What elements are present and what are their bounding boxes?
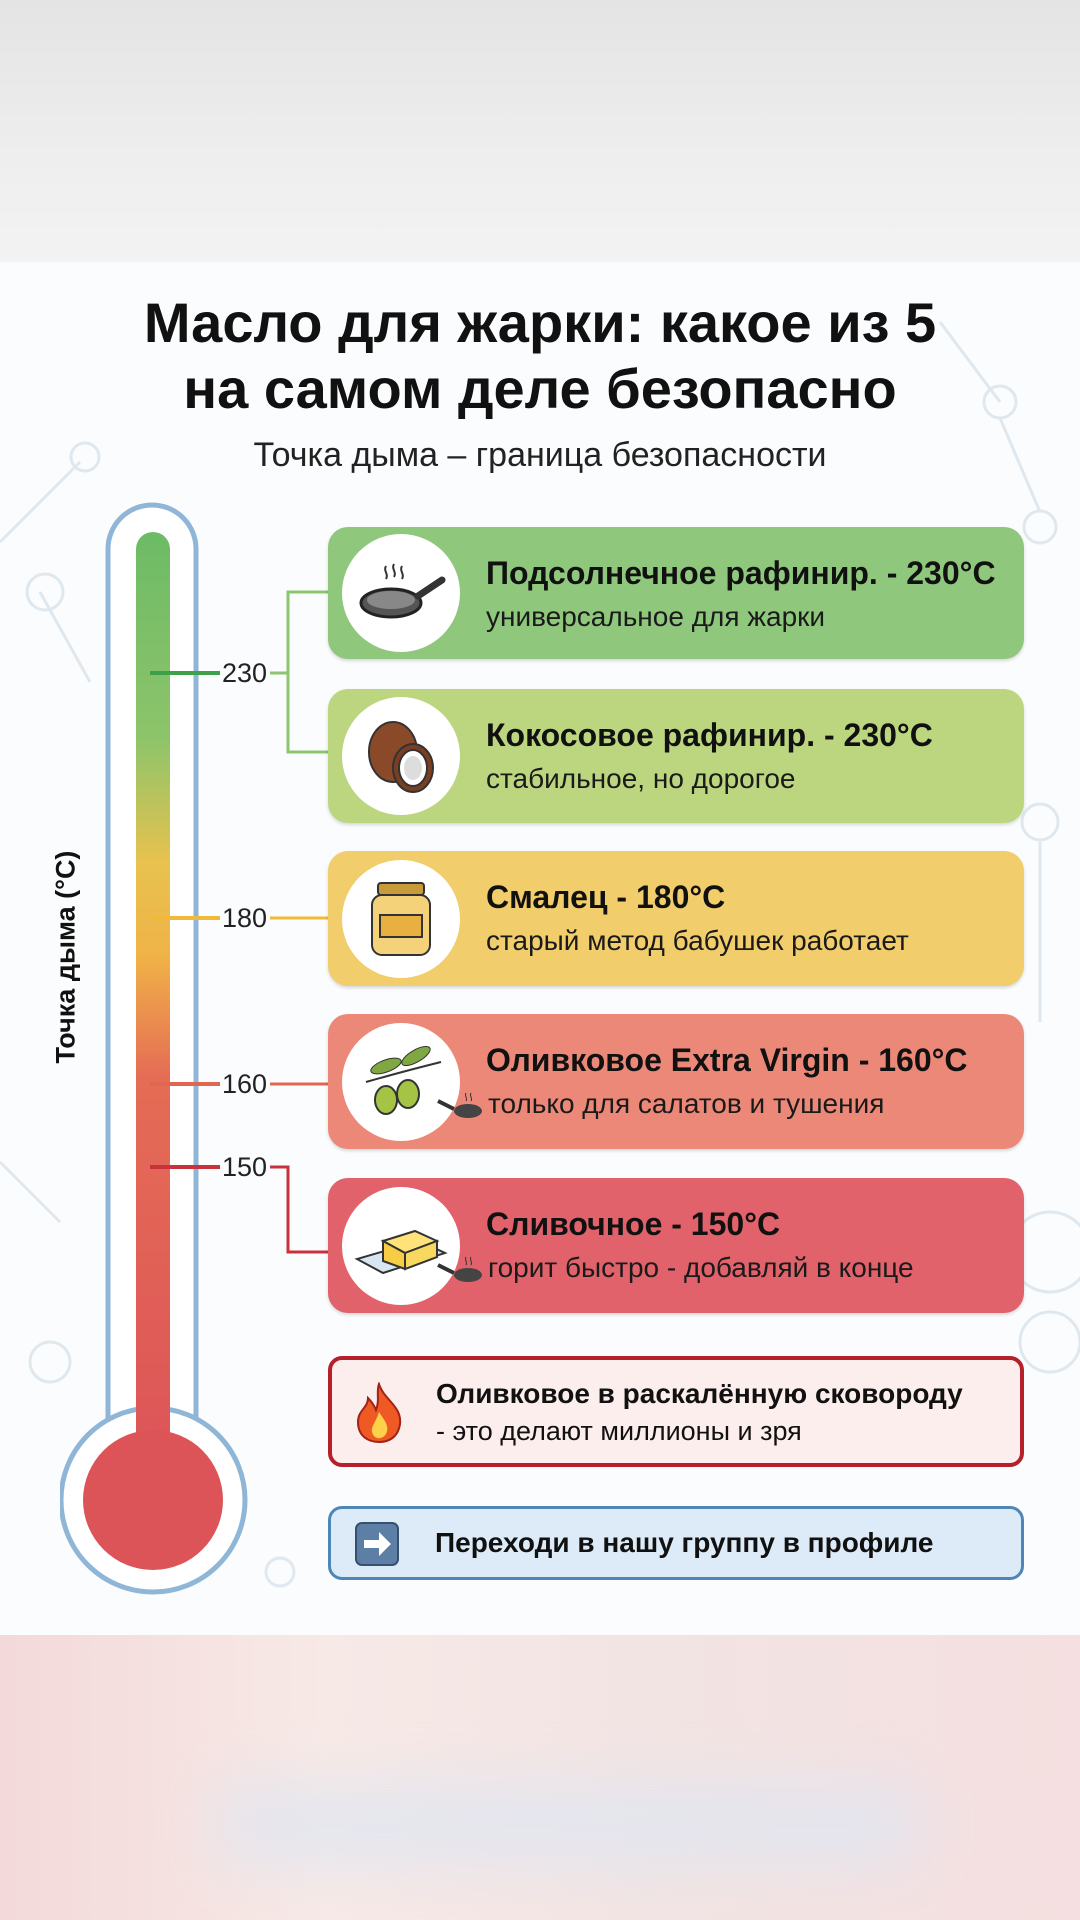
join-group-label: Переходи в нашу группу в профиле <box>435 1527 934 1558</box>
molecule-background <box>0 321 1080 1588</box>
connector-lines <box>270 590 328 1254</box>
tick-230 <box>150 671 220 675</box>
tick-label-180: 180 <box>222 903 268 933</box>
tick-label-230: 230 <box>222 658 268 688</box>
frying-pan-icon <box>342 534 460 652</box>
oil-title: Смалец - 180°C <box>486 879 726 915</box>
oil-note: горит быстро - добавляй в конце <box>437 1252 914 1285</box>
oil-title: Оливковое Extra Virgin - 160°C <box>486 1042 968 1078</box>
warning-title: Оливковое в раскалённую сковороду <box>436 1378 963 1409</box>
tick-label-160: 160 <box>222 1069 268 1099</box>
join-group-button[interactable]: Переходи в нашу группу в профиле <box>328 1506 1024 1580</box>
oil-title: Сливочное - 150°C <box>486 1206 781 1242</box>
tick-label-150: 150 <box>222 1152 268 1182</box>
small-pan-icon <box>437 1092 482 1118</box>
tick-180 <box>150 916 220 920</box>
blurred-bottom-background <box>0 1635 1080 1920</box>
oil-card-butter: Сливочное - 150°C горит быстро - добавля… <box>328 1178 1024 1313</box>
oil-title: Кокосовое рафинир. - 230°C <box>486 717 933 753</box>
warning-box: Оливковое в раскалённую сковороду - это … <box>328 1356 1024 1467</box>
oil-note: стабильное, но дорогое <box>486 763 796 794</box>
fire-icon <box>356 1382 402 1444</box>
oil-note: только для салатов и тушения <box>437 1088 884 1121</box>
subtitle: Точка дыма – граница безопасности <box>253 436 827 474</box>
butter-icon <box>342 1186 460 1305</box>
oil-title: Подсолнечное рафинир. - 230°C <box>486 555 996 591</box>
oil-card-olive: Оливковое Extra Virgin - 160°C только дл… <box>328 1014 1024 1149</box>
oil-note: старый метод бабушек работает <box>486 925 909 956</box>
y-axis-label: Точка дыма (°C) <box>50 850 81 1064</box>
tick-150 <box>150 1165 220 1169</box>
oil-card-coconut: Кокосовое рафинир. - 230°C стабильное, н… <box>328 689 1024 823</box>
small-pan-icon <box>437 1256 482 1282</box>
blurred-top-background <box>0 0 1080 262</box>
warning-text: - это делают миллионы и зря <box>436 1416 802 1446</box>
thermometer <box>60 502 248 1595</box>
olive-branch-icon <box>342 1022 460 1141</box>
oil-card-lard: Смалец - 180°C старый метод бабушек рабо… <box>328 851 1024 986</box>
arrow-right-icon <box>355 1522 399 1566</box>
tick-160 <box>150 1082 220 1086</box>
oil-note: универсальное для жарки <box>486 601 826 632</box>
coconut-icon <box>342 697 460 815</box>
lard-jar-icon <box>342 859 460 978</box>
oil-card-sunflower: Подсолнечное рафинир. - 230°C универсаль… <box>328 527 1024 659</box>
